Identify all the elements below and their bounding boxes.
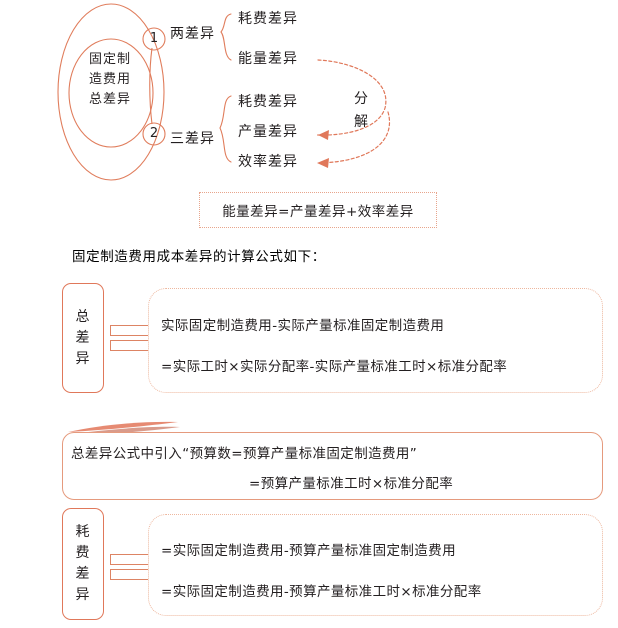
spending-variance-label-char-1: 耗 [75, 524, 91, 540]
page-caption: 固定制造费用成本差异的计算公式如下： [72, 249, 326, 265]
brace-branch-1 [220, 13, 232, 61]
total-variance-formula-line-1: 实际固定制造费用-实际产量标准固定制造费用 [161, 318, 445, 334]
spending-variance-formula-line-2: =实际固定制造费用-预算产量标准工时×标准分配率 [161, 584, 482, 600]
branch-2-leaf-2: 产量差异 [238, 124, 298, 140]
branch-title-1: 两差异 [170, 26, 215, 42]
total-variance-formula-box: 实际固定制造费用-实际产量标准固定制造费用 =实际工时×实际分配率-实际产量标准… [148, 288, 603, 393]
energy-variance-equation-text: 能量差异=产量差异+效率差异 [222, 204, 414, 220]
ribbon-swoosh-top [68, 421, 178, 432]
decompose-label-line-1: 分 [354, 91, 368, 107]
total-variance-label-char-2: 差 [75, 329, 91, 346]
spending-variance-formula-box: =实际固定制造费用-预算产量标准固定制造费用 =实际固定制造费用-预算产量标准工… [148, 514, 603, 616]
center-node-label: 固定制 造费用 总差异 [68, 50, 152, 110]
decompose-label-line-2: 解 [354, 114, 368, 130]
total-variance-label-box: 总 差 异 [62, 283, 104, 393]
decompose-label: 分 解 [351, 88, 371, 134]
branch-1-leaf-2: 能量差异 [238, 51, 298, 67]
spending-variance-label-box: 耗 费 差 异 [62, 508, 104, 620]
center-node-line-2: 造费用 [88, 72, 131, 87]
decompose-arrowhead-upper [318, 130, 329, 140]
energy-variance-equation-box: 能量差异=产量差异+效率差异 [199, 192, 437, 228]
branch-2-leaf-1: 耗费差异 [238, 94, 298, 110]
center-node-line-1: 固定制 [88, 52, 131, 67]
center-node-line-3: 总差异 [88, 92, 131, 107]
brace-branch-2 [219, 95, 232, 163]
budget-statement-box: 总差异公式中引入“预算数=预算产量标准固定制造费用” =预算产量标准工时×标准分… [62, 432, 603, 500]
branch-2-leaf-3: 效率差异 [238, 154, 298, 170]
spending-variance-label-char-2: 费 [75, 545, 91, 561]
budget-statement-line-2: =预算产量标准工时×标准分配率 [249, 476, 454, 492]
branch-number-2: 2 [149, 126, 159, 141]
total-variance-label-char-1: 总 [75, 308, 91, 325]
total-variance-formula-line-2: =实际工时×实际分配率-实际产量标准工时×标准分配率 [161, 359, 508, 375]
branch-title-2: 三差异 [170, 131, 215, 147]
spending-variance-label-char-4: 异 [75, 587, 91, 603]
branch-number-1: 1 [149, 31, 159, 46]
decompose-arrowhead-lower [317, 158, 329, 168]
total-variance-label-char-3: 异 [75, 350, 91, 367]
branch-1-leaf-1: 耗费差异 [238, 11, 298, 27]
spending-variance-formula-line-1: =实际固定制造费用-预算产量标准固定制造费用 [161, 543, 456, 559]
spending-variance-label-char-3: 差 [75, 566, 91, 582]
budget-statement-line-1: 总差异公式中引入“预算数=预算产量标准固定制造费用” [71, 446, 418, 462]
